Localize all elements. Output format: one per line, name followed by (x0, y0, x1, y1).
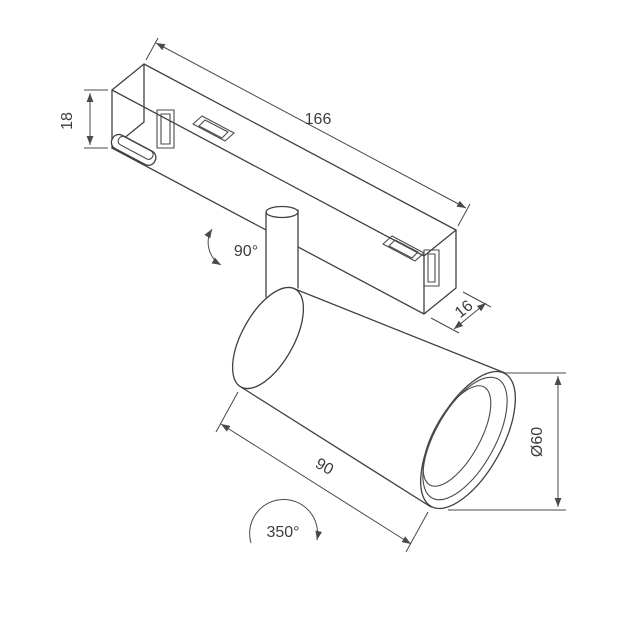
dimension-track-length: 166 (145, 37, 471, 227)
connector-window-left-outer (192, 115, 235, 142)
dimension-track-length-extensions (145, 37, 471, 227)
connector-window-left (192, 115, 235, 142)
dimension-track-depth-line (453, 302, 487, 330)
dimension-body-length-extensions (215, 391, 429, 553)
connector-window-right (382, 235, 425, 262)
dimension-track-depth-extensions (430, 291, 492, 334)
dimension-track-length-line (155, 42, 467, 209)
dimension-body-length: 90 (215, 391, 429, 553)
contact-clip-right (423, 249, 440, 287)
head-rotation-arc-arrow-icon (249, 498, 323, 544)
connector-window-right-inner (388, 239, 419, 259)
annotation-head-rotation: 350° (249, 498, 323, 544)
dimension-track-height-label: 18 (59, 112, 76, 130)
dimension-body-length-label: 90 (312, 455, 336, 479)
dimension-body-length-line (220, 423, 412, 545)
dimension-track-length-label: 166 (305, 111, 332, 128)
magnet-slot-outer (110, 133, 157, 166)
dimension-track-height-extensions (84, 89, 108, 149)
dimension-track-height: 18 (59, 89, 108, 149)
contact-clip-right-outer (423, 249, 440, 287)
annotation-head-tilt: 90° (204, 228, 258, 266)
spotlight-lens-recess (422, 385, 492, 487)
pivot-stem-top-cap (265, 205, 299, 219)
annotation-head-rotation-label: 350° (266, 524, 299, 541)
pivot-stem (265, 205, 299, 298)
dimension-body-diameter: Ø60 (448, 372, 566, 511)
spotlight-front-rim-inner (422, 376, 508, 501)
contact-clip-right-inner (427, 253, 436, 283)
spotlight-body (231, 286, 516, 510)
dimension-track-depth-label: 16 (452, 297, 477, 321)
pivot-stem-sides (265, 209, 299, 298)
annotation-head-tilt-label: 90° (234, 243, 258, 260)
dimension-body-diameter-extensions (448, 372, 566, 511)
head-tilt-arc-arrow-icon (204, 228, 222, 266)
magnet-slot (110, 133, 157, 166)
dimension-body-diameter-label: Ø60 (529, 427, 546, 457)
pivot-stem-body (266, 210, 298, 297)
dimension-track-depth: 16 (430, 291, 492, 334)
magnet-slot-inner (117, 135, 154, 160)
connector-window-right-outer (382, 235, 425, 262)
